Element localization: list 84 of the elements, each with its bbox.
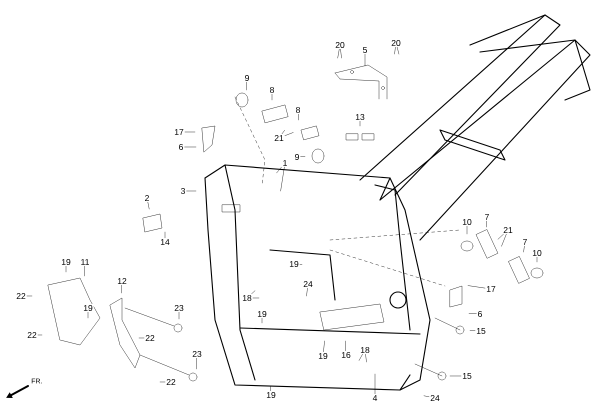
leader-line — [470, 330, 476, 331]
leader-line — [186, 190, 196, 192]
leader-line — [523, 246, 525, 252]
leader-line — [468, 313, 477, 314]
callout-number: 2 — [144, 194, 150, 202]
callout-number: 11 — [80, 258, 90, 266]
leader-line — [365, 354, 367, 362]
callout-number: 8 — [294, 106, 302, 114]
callout-number: 4 — [372, 394, 378, 402]
callout-number: 19 — [265, 390, 277, 399]
leader-line — [466, 226, 468, 234]
callout-number: 23 — [191, 350, 203, 358]
callout-number: 22 — [26, 331, 38, 339]
leader-line — [306, 288, 308, 296]
leader-line — [340, 49, 342, 58]
leader-line — [536, 257, 538, 262]
callout-number: 10 — [461, 218, 473, 226]
callout-number: 14 — [159, 238, 171, 246]
leader-line — [323, 340, 325, 352]
leader-line — [424, 396, 430, 397]
leader-line — [148, 202, 150, 210]
leader-line — [121, 284, 122, 294]
leader-line — [300, 156, 306, 157]
leader-line — [498, 234, 504, 240]
callout-number: 10 — [531, 248, 543, 257]
callout-number: 3 — [180, 186, 186, 195]
leader-line — [345, 340, 346, 351]
callout-number: 17 — [485, 285, 497, 293]
callout-number: 13 — [354, 112, 366, 121]
callout-number: 22 — [144, 334, 156, 342]
callout-number: 1 — [282, 159, 288, 167]
callout-number: 5 — [362, 46, 368, 54]
callout-number: 8 — [268, 86, 276, 94]
callout-number: 20 — [390, 39, 402, 47]
leader-line — [270, 386, 271, 391]
callout-number: 12 — [116, 277, 128, 285]
leader-line — [284, 132, 294, 136]
callout-number: 19 — [82, 304, 94, 312]
leader-line — [468, 285, 486, 288]
callout-number: 21 — [273, 134, 285, 142]
callout-number: 18 — [241, 294, 253, 302]
callout-number: 17 — [173, 128, 185, 136]
leader-line — [300, 264, 302, 265]
callout-number: 19 — [60, 258, 72, 266]
leader-line — [358, 354, 363, 361]
callout-number: 23 — [173, 304, 185, 312]
callout-number: 24 — [302, 280, 314, 288]
leader-line — [282, 130, 285, 134]
leader-line — [396, 47, 400, 54]
leader-line — [338, 49, 340, 58]
callout-number: 18 — [359, 346, 371, 354]
callout-number: 20 — [334, 41, 346, 49]
callout-number: 19 — [256, 310, 268, 318]
callout-number: 21 — [502, 226, 514, 234]
leader-line — [298, 114, 299, 120]
callout-number: 19 — [317, 352, 329, 360]
leader-line — [374, 374, 376, 394]
callout-number: 7 — [522, 238, 528, 246]
callout-number: 16 — [340, 350, 352, 359]
leader-line — [196, 358, 197, 370]
callout-number: 22 — [15, 292, 27, 300]
leader-line — [184, 146, 196, 148]
leader-line — [394, 47, 396, 54]
leader-line — [276, 166, 282, 174]
leader-line — [364, 54, 366, 66]
leader-line — [486, 220, 487, 228]
callout-number: 9 — [244, 74, 250, 82]
callout-number: 6 — [476, 310, 484, 318]
leader-line — [178, 312, 180, 320]
callout-number: 9 — [294, 152, 300, 161]
callout-number: 22 — [165, 378, 177, 386]
callout-number: 15 — [461, 372, 473, 380]
leader-line — [84, 266, 85, 276]
leader-line — [501, 234, 507, 246]
callout-number: 15 — [475, 327, 487, 335]
callout-number: 19 — [288, 260, 300, 268]
callout-number: 24 — [429, 394, 441, 402]
callout-number: 7 — [484, 213, 490, 221]
leader-line — [246, 82, 247, 90]
leader-line — [251, 290, 256, 294]
leader-line — [38, 334, 42, 336]
callout-number: 6 — [178, 142, 184, 151]
leader-line — [280, 166, 285, 192]
leader-line — [164, 232, 166, 238]
